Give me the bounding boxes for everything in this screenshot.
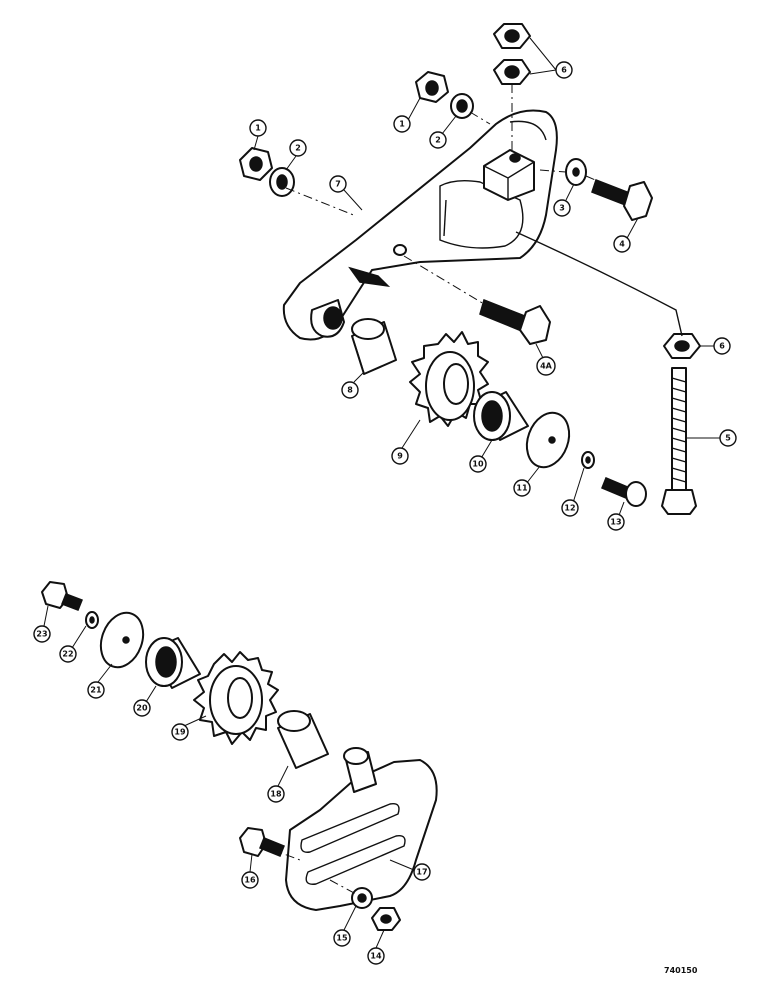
- callout-leaders: [43, 37, 720, 949]
- bolt-4a: [479, 299, 551, 345]
- callout-label: 2: [295, 144, 301, 153]
- lock-washer-2-left: [269, 167, 295, 197]
- callout-2-left: 2: [289, 139, 307, 157]
- lower-alignment-lines: [267, 847, 357, 895]
- sprocket-9: [409, 331, 489, 427]
- lock-washer-22: [85, 611, 99, 629]
- callout-2-right: 2: [429, 131, 447, 149]
- callout-15: 15: [333, 929, 351, 947]
- callout-label: 11: [516, 484, 528, 493]
- callout-label: 3: [559, 204, 565, 213]
- callout-13: 13: [607, 513, 625, 531]
- callout-8: 8: [341, 381, 359, 399]
- lower-idler-arm: [285, 747, 438, 911]
- callout-7: 7: [329, 175, 347, 193]
- callout-6-top: 6: [555, 61, 573, 79]
- callout-1-left: 1: [249, 119, 267, 137]
- callout-label: 12: [564, 504, 575, 513]
- callout-label: 22: [62, 650, 73, 659]
- callout-label: 8: [347, 386, 353, 395]
- callout-label: 6: [719, 342, 725, 351]
- callout-label: 6: [561, 66, 567, 75]
- callout-6-lower: 6: [713, 337, 731, 355]
- callout-1-right: 1: [393, 115, 411, 133]
- hex-nut-6-middle: [493, 59, 531, 85]
- callout-23: 23: [33, 625, 51, 643]
- callout-5: 5: [719, 429, 737, 447]
- thrust-washer-21: [99, 611, 145, 669]
- sprocket-19: [193, 651, 279, 745]
- callout-label: 14: [370, 952, 382, 961]
- callout-4: 4: [613, 235, 631, 253]
- lock-washer-2-right: [450, 93, 474, 119]
- hex-nut-1-left: [239, 147, 273, 181]
- callout-22: 22: [59, 645, 77, 663]
- callout-label: 16: [244, 876, 256, 885]
- callout-label: 7: [335, 180, 341, 189]
- flat-washer-3: [565, 158, 587, 186]
- bushing-18: [277, 710, 329, 769]
- bolt-16: [239, 827, 285, 857]
- drawing-code: 740150: [664, 966, 698, 975]
- callout-label: 2: [435, 136, 441, 145]
- callout-label: 5: [725, 434, 731, 443]
- callout-label: 13: [610, 518, 621, 527]
- callout-20: 20: [133, 699, 151, 717]
- upper-alignment-lines: [285, 84, 683, 337]
- callout-9: 9: [391, 447, 409, 465]
- callout-label: 10: [472, 460, 484, 469]
- callout-12: 12: [561, 499, 579, 517]
- callout-label: 17: [416, 868, 427, 877]
- hex-nut-6-top: [493, 23, 531, 49]
- needle-bearing-20: [145, 637, 201, 689]
- callout-label: 15: [336, 934, 348, 943]
- bushing-8: [351, 318, 397, 375]
- hex-nut-14: [371, 907, 401, 931]
- callout-label: 18: [270, 790, 282, 799]
- callout-3: 3: [553, 199, 571, 217]
- hex-nut-6-lower: [663, 333, 701, 359]
- callout-label: 20: [136, 704, 148, 713]
- callout-label: 4: [619, 240, 625, 249]
- needle-bearing-10: [473, 391, 529, 441]
- callout-19: 19: [171, 723, 189, 741]
- callout-21: 21: [87, 681, 105, 699]
- cap-screw-13: [601, 477, 647, 507]
- callout-label: 9: [397, 452, 403, 461]
- callout-14: 14: [367, 947, 385, 965]
- callout-11: 11: [513, 479, 531, 497]
- bolt-23: [41, 581, 83, 611]
- callout-16: 16: [241, 871, 259, 889]
- callout-label: 23: [36, 630, 47, 639]
- callout-18: 18: [267, 785, 285, 803]
- callout-label: 1: [255, 124, 261, 133]
- thrust-washer-11: [525, 411, 571, 469]
- upper-idler-arm: [282, 109, 558, 341]
- lock-washer-15: [351, 887, 373, 909]
- callout-label: 1: [399, 120, 405, 129]
- bolt-4: [591, 179, 653, 221]
- callout-10: 10: [469, 455, 487, 473]
- callout-4a: 4A: [536, 356, 556, 376]
- hex-nut-1-right: [415, 71, 449, 103]
- callout-label: 19: [174, 728, 186, 737]
- callout-label: 21: [90, 686, 102, 695]
- callout-label: 4A: [540, 362, 553, 371]
- adjusting-rod-5: [661, 367, 697, 515]
- callout-17: 17: [413, 863, 431, 881]
- lock-washer-12: [581, 451, 595, 469]
